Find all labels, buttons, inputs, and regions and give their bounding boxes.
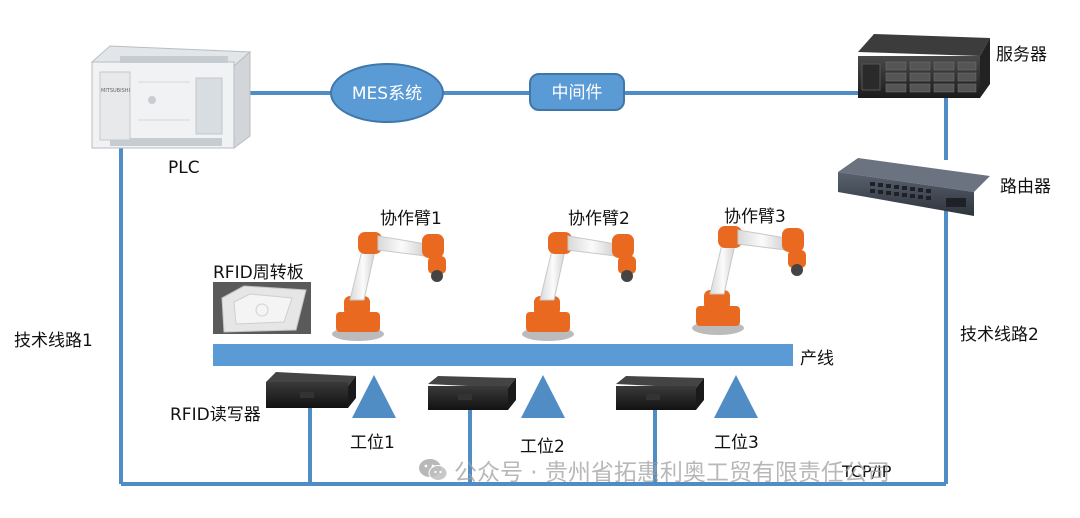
plc-device: MITSUBISHI: [90, 45, 252, 149]
station1-marker: [352, 375, 396, 418]
arm2-label: 协作臂2: [568, 209, 630, 229]
cobot-arm-1: [332, 232, 446, 341]
rfid-board-image: [213, 282, 311, 334]
station3-marker: [714, 375, 758, 418]
production-line-label: 产线: [800, 349, 834, 369]
technical-line-2-label: 技术线路2: [960, 325, 1039, 345]
cobot-arm-3: [692, 226, 806, 335]
rfid-reader-label: RFID读写器: [170, 405, 261, 425]
station-markers: [352, 375, 758, 418]
station1-label: 工位1: [350, 433, 395, 453]
mes-system-label: MES系统: [352, 84, 422, 104]
router-label: 路由器: [1000, 177, 1051, 197]
station3-label: 工位3: [714, 433, 759, 453]
arm3-label: 协作臂3: [724, 207, 786, 227]
mes-system-node: MES系统: [330, 63, 444, 123]
watermark: 公众号 · 贵州省拓惠利奥工贸有限责任公司: [418, 453, 890, 487]
arm1-label: 协作臂1: [380, 209, 442, 229]
server-label: 服务器: [996, 45, 1047, 65]
cobot-arm-2: [522, 232, 636, 341]
rfid-reader-3: [616, 376, 704, 410]
station2-marker: [521, 375, 565, 418]
rfid-board-label: RFID周转板: [213, 263, 304, 283]
middleware-node: 中间件: [529, 73, 625, 111]
watermark-text: 公众号 · 贵州省拓惠利奥工贸有限责任公司: [454, 460, 890, 486]
plc-label: PLC: [168, 158, 200, 178]
rfid-reader-2: [428, 376, 516, 410]
production-line-bar: [213, 344, 793, 366]
plc-brand-text: MITSUBISHI: [101, 88, 130, 94]
server-device: [858, 34, 990, 98]
wechat-icon: [419, 459, 448, 481]
station2-label: 工位2: [520, 437, 565, 457]
middleware-label: 中间件: [552, 83, 603, 103]
rfid-reader-1: [266, 372, 356, 408]
tcpip-label: TCP/IP: [842, 462, 892, 481]
router-device: [838, 158, 990, 216]
technical-line-1-label: 技术线路1: [14, 331, 93, 351]
